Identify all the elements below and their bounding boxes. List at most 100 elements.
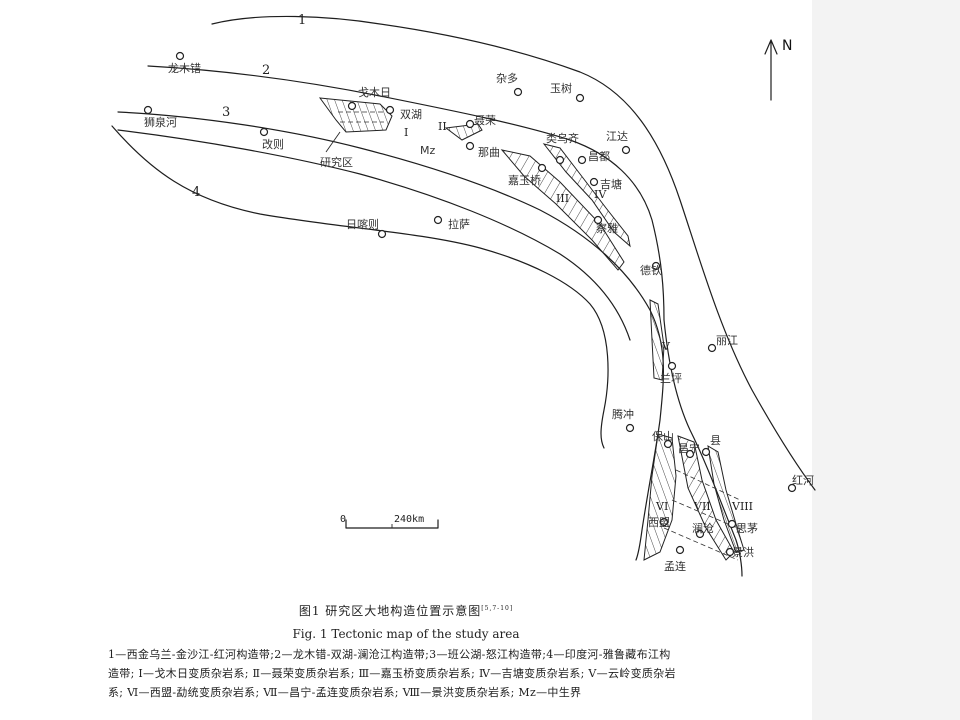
city-jiangda: 江达 — [606, 130, 631, 155]
svg-text:丽江: 丽江 — [716, 334, 738, 347]
city-rikaze: 日喀则 — [346, 218, 387, 239]
belt-3-line — [117, 129, 631, 341]
study-area-leader — [325, 131, 341, 153]
complex-V — [649, 299, 665, 381]
city-honghe: 红河 — [787, 474, 814, 493]
svg-text:红河: 红河 — [792, 474, 814, 487]
caption-legend: 1—西金乌兰-金沙江-红河构造带;2—龙木错-双湖-澜沧江构造带;3—班公湖-怒… — [108, 645, 808, 702]
city-deqin: 德钦 — [640, 261, 662, 277]
city-baoshan: 保山 — [652, 429, 674, 449]
belt-number-3: 3 — [222, 105, 230, 120]
caption-title-zh: 图1 研究区大地构造位置示意图[5,7-10] — [298, 604, 514, 618]
city-leiwuqi: 类乌齐 — [546, 131, 579, 165]
label-I: I — [404, 126, 408, 139]
complex-VI — [643, 433, 677, 561]
city-menglian: 孟连 — [664, 545, 686, 573]
scale-end: 240km — [394, 514, 424, 525]
legend-line-3: 系; Ⅵ—西盟-勐统变质杂岩系; Ⅶ—昌宁-孟连变质杂岩系; Ⅷ—景洪变质杂岩系… — [108, 686, 582, 699]
city-ximeng: 西盟 — [648, 516, 670, 529]
svg-text:江达: 江达 — [606, 130, 628, 143]
svg-text:拉萨: 拉萨 — [448, 217, 470, 231]
right-margin-band — [812, 0, 960, 720]
belt-number-1: 1 — [298, 13, 306, 28]
north-label: N — [782, 38, 792, 54]
svg-text:类乌齐: 类乌齐 — [546, 131, 579, 145]
scale-bar: 0 240km — [340, 514, 439, 529]
belt-2-north — [147, 65, 665, 321]
svg-text:吉塘: 吉塘 — [600, 177, 622, 191]
city-longmucuo: 龙木错 — [168, 51, 201, 75]
svg-text:景洪: 景洪 — [732, 545, 754, 559]
belt-4-line — [111, 125, 609, 449]
city-xian: 县 — [701, 434, 721, 457]
caption-title-en: Fig. 1 Tectonic map of the study area — [292, 627, 520, 641]
svg-text:腾冲: 腾冲 — [612, 407, 634, 421]
svg-text:德钦: 德钦 — [640, 263, 662, 277]
svg-text:那曲: 那曲 — [478, 146, 500, 159]
city-changning: 昌宁 — [678, 441, 700, 459]
city-chaya: 察雅 — [593, 215, 618, 235]
scale-start: 0 — [340, 514, 346, 525]
city-changdu: 昌都 — [577, 150, 610, 165]
label-VIII: VIII — [731, 500, 753, 513]
label-IV: IV — [594, 188, 607, 201]
city-jitang: 吉塘 — [589, 177, 622, 191]
complex-IV — [542, 143, 631, 248]
city-naqu: 那曲 — [465, 141, 500, 159]
svg-text:玉树: 玉树 — [550, 81, 572, 95]
city-shiquanhe: 狮泉河 — [143, 105, 177, 129]
city-nierong: 聂荣 — [465, 114, 496, 129]
svg-text:龙木错: 龙木错 — [168, 61, 201, 75]
city-jinghong: 景洪 — [725, 545, 754, 559]
city-jiayuqiao: 嘉玉桥 — [508, 163, 547, 187]
south-belt-b — [663, 319, 743, 577]
north-arrow-icon — [764, 39, 778, 101]
label-III: III — [556, 192, 569, 205]
legend-line-1: 1—西金乌兰-金沙江-红河构造带;2—龙木错-双湖-澜沧江构造带;3—班公湖-怒… — [108, 648, 671, 661]
svg-text:昌都: 昌都 — [588, 150, 610, 163]
svg-text:日喀则: 日喀则 — [346, 218, 379, 231]
svg-text:杂多: 杂多 — [496, 71, 518, 85]
caption-ref: [5,7-10] — [481, 605, 514, 612]
city-gaize: 改则 — [259, 127, 284, 151]
svg-text:聂荣: 聂荣 — [474, 114, 496, 127]
city-shuanghu: 双湖 — [385, 105, 422, 121]
belt-number-2: 2 — [262, 63, 270, 78]
city-lasa: 拉萨 — [433, 215, 470, 231]
svg-text:狮泉河: 狮泉河 — [144, 115, 177, 129]
city-simao: 思茅 — [727, 519, 758, 535]
city-lancang: 澜沧 — [692, 521, 714, 539]
svg-text:孟连: 孟连 — [664, 560, 686, 573]
belt-1-line — [211, 15, 816, 491]
label-V: V — [661, 340, 671, 353]
tectonic-map: 1 2 3 4 I II III IV V VI VII VIII Mz 研究区 — [111, 13, 816, 577]
city-zaduo: 杂多 — [496, 71, 523, 97]
svg-text:双湖: 双湖 — [400, 108, 422, 121]
city-tengchong: 腾冲 — [612, 407, 635, 433]
label-VII: VII — [693, 500, 711, 513]
svg-text:西盟: 西盟 — [648, 516, 670, 529]
svg-text:嘉玉桥: 嘉玉桥 — [508, 173, 541, 187]
city-gemuri: 戈木日 — [347, 86, 391, 111]
label-II: II — [438, 120, 447, 133]
svg-text:昌宁: 昌宁 — [678, 441, 700, 455]
svg-text:兰坪: 兰坪 — [660, 372, 682, 385]
svg-text:戈木日: 戈木日 — [358, 86, 391, 99]
svg-text:县: 县 — [710, 434, 721, 447]
svg-text:思茅: 思茅 — [736, 522, 758, 535]
label-study-area: 研究区 — [320, 155, 353, 169]
legend-line-2: 造带; Ⅰ—戈木日变质杂岩系; Ⅱ—聂荣变质杂岩系; Ⅲ—嘉玉桥变质杂岩系; Ⅳ… — [108, 667, 676, 680]
belt-number-4: 4 — [192, 185, 200, 200]
city-lanping: 兰坪 — [660, 361, 682, 385]
city-lijiang: 丽江 — [707, 334, 738, 353]
figure-caption: 图1 研究区大地构造位置示意图[5,7-10] Fig. 1 Tectonic … — [0, 596, 812, 702]
svg-text:改则: 改则 — [262, 137, 284, 151]
city-yushu: 玉树 — [550, 81, 585, 103]
complex-I-study-area — [318, 97, 393, 133]
label-mz: Mz — [420, 144, 435, 157]
svg-text:察雅: 察雅 — [596, 221, 618, 235]
svg-text:保山: 保山 — [652, 429, 674, 443]
svg-text:澜沧: 澜沧 — [692, 521, 714, 535]
label-VI: VI — [655, 500, 668, 513]
